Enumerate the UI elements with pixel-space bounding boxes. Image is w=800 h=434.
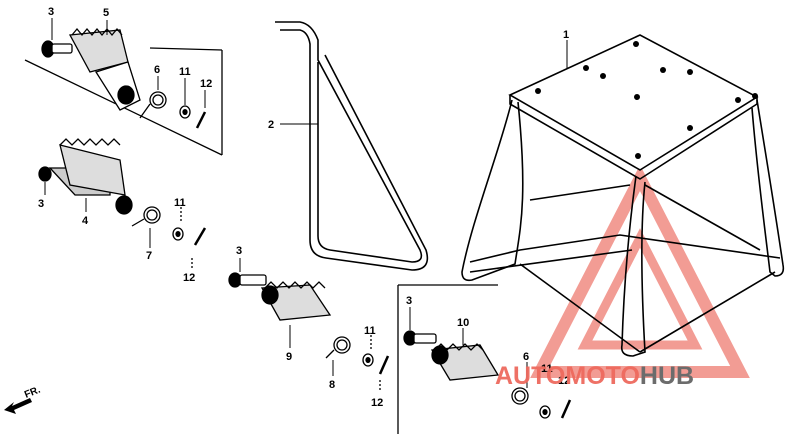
stand-assembly xyxy=(461,34,785,357)
callout-11-left: 11 xyxy=(174,197,186,209)
arrow-icon xyxy=(4,398,32,414)
footpeg-assembly-bottom xyxy=(397,284,572,434)
direction-label: FR. xyxy=(23,384,42,400)
stand-bolts xyxy=(535,41,758,159)
callout-3-middle: 3 xyxy=(236,245,242,257)
callout-8: 8 xyxy=(329,379,335,391)
callout-3-top: 3 xyxy=(48,6,54,18)
side-bracket xyxy=(275,21,429,271)
stand-top-plate xyxy=(508,34,759,171)
callout-10: 10 xyxy=(457,317,469,329)
callout-12-left: 12 xyxy=(183,272,195,284)
front-direction-arrow: FR. xyxy=(4,384,42,414)
callout-9: 9 xyxy=(286,351,292,363)
callout-11-bottom: 11 xyxy=(541,363,553,375)
watermark-text: AUTOMOTOHUB xyxy=(495,362,694,390)
watermark-part-2: HUB xyxy=(640,362,694,390)
watermark-text-line: AUTOMOTOHUB xyxy=(495,362,694,390)
callout-6-bottom: 6 xyxy=(523,351,529,363)
watermark-part-1: AUTOMOTO xyxy=(495,362,640,390)
callout-3-bottom: 3 xyxy=(406,295,412,307)
callout-numbers: 1 2 3 5 6 11 12 3 4 7 11 12 3 9 8 11 12 … xyxy=(38,6,570,409)
callout-5: 5 xyxy=(103,7,109,19)
callout-2: 2 xyxy=(268,119,274,131)
callout-11-middle: 11 xyxy=(364,325,376,337)
callout-11-top: 11 xyxy=(179,66,191,78)
footpeg-assembly-top xyxy=(24,27,223,156)
callout-3-left: 3 xyxy=(38,198,44,210)
footpeg-assembly-middle xyxy=(228,272,390,392)
callout-12-bottom: 12 xyxy=(558,375,570,387)
callout-12-middle: 12 xyxy=(371,397,383,409)
footpeg-assembly-left xyxy=(38,138,207,268)
callout-4: 4 xyxy=(82,215,89,227)
callout-1: 1 xyxy=(563,29,569,41)
watermark-logo xyxy=(530,164,750,378)
leader-lines xyxy=(44,18,568,388)
callout-7: 7 xyxy=(146,250,152,262)
callout-12-top: 12 xyxy=(200,78,212,90)
callout-6-top: 6 xyxy=(154,64,160,76)
